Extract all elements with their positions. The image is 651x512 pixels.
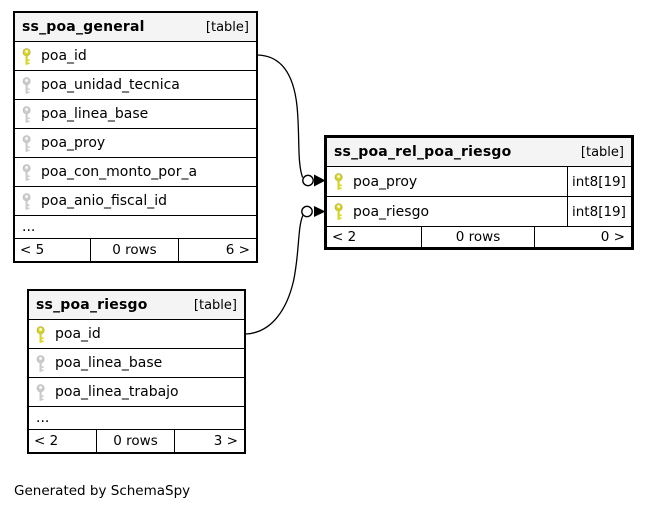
table-name: ss_poa_riesgo: [36, 297, 148, 313]
ellipsis-row: ...: [29, 407, 244, 430]
key-icon: [22, 76, 33, 94]
column-name: poa_unidad_tecnica: [41, 77, 180, 93]
primary-key-icon: [334, 173, 345, 190]
table-header[interactable]: ss_poa_rel_poa_riesgo [table]: [327, 138, 631, 167]
column-name: poa_id: [41, 48, 87, 64]
table-type-label: [table]: [193, 297, 237, 313]
table-footer: < 5 0 rows 6 >: [15, 239, 256, 261]
primary-key-icon: [334, 203, 345, 220]
table-name: ss_poa_general: [22, 19, 145, 35]
column-name: poa_linea_base: [41, 106, 149, 122]
column-row-poa-riesgo[interactable]: poa_riesgo int8[19]: [327, 197, 631, 227]
column-row-poa-anio-fiscal-id[interactable]: poa_anio_fiscal_id: [15, 187, 256, 216]
table-ss-poa-general[interactable]: ss_poa_general [table] poa_id poa_unidad…: [13, 11, 258, 263]
column-name: poa_linea_base: [55, 355, 163, 371]
column-row-poa-proy[interactable]: poa_proy int8[19]: [327, 167, 631, 197]
table-header[interactable]: ss_poa_riesgo [table]: [29, 291, 244, 320]
column-name: poa_linea_trabajo: [55, 384, 179, 400]
cardinality-circle: [301, 205, 313, 218]
table-name: ss_poa_rel_poa_riesgo: [334, 144, 512, 160]
column-name: poa_id: [55, 326, 101, 342]
related-from-count: < 2: [332, 229, 357, 245]
related-to-count: 0 >: [534, 227, 631, 247]
row-count: 0 rows: [90, 239, 178, 261]
column-datatype: int8[19]: [567, 197, 631, 226]
row-count: 0 rows: [96, 430, 173, 452]
column-name: poa_riesgo: [353, 203, 430, 220]
table-type-label: [table]: [580, 144, 624, 160]
column-name: poa_anio_fiscal_id: [41, 193, 167, 209]
table-type-label: [table]: [205, 19, 249, 35]
column-row-poa-unidad-tecnica[interactable]: poa_unidad_tecnica: [15, 71, 256, 100]
related-to-count: 3 >: [173, 430, 244, 452]
table-header[interactable]: ss_poa_general [table]: [15, 13, 256, 42]
table-ss-poa-rel-poa-riesgo[interactable]: ss_poa_rel_poa_riesgo [table] poa_proy i…: [324, 135, 634, 250]
related-from-count: < 5: [20, 242, 45, 258]
table-footer: < 2 0 rows 0 >: [327, 227, 631, 247]
cardinality-circle: [302, 174, 314, 187]
ellipsis-row: ...: [15, 216, 256, 239]
primary-key-icon: [36, 325, 47, 343]
column-name: poa_proy: [353, 173, 418, 190]
table-footer: < 2 0 rows 3 >: [29, 430, 244, 452]
key-icon: [22, 105, 33, 123]
column-name: poa_con_monto_por_a: [41, 164, 198, 180]
generated-by-caption: Generated by SchemaSpy: [14, 483, 191, 499]
related-from-count: < 2: [34, 433, 59, 449]
primary-key-icon: [22, 47, 33, 65]
key-icon: [22, 163, 33, 181]
related-to-count: 6 >: [177, 239, 256, 261]
column-row-poa-con-monto-por-a[interactable]: poa_con_monto_por_a: [15, 158, 256, 187]
key-icon: [22, 134, 33, 152]
row-count: 0 rows: [421, 227, 534, 247]
table-ss-poa-riesgo[interactable]: ss_poa_riesgo [table] poa_id poa_linea_b…: [27, 289, 246, 454]
column-row-poa-linea-trabajo[interactable]: poa_linea_trabajo: [29, 378, 244, 407]
column-row-poa-linea-base[interactable]: poa_linea_base: [29, 349, 244, 378]
column-name: poa_proy: [41, 135, 106, 151]
key-icon: [22, 192, 33, 210]
key-icon: [36, 383, 47, 401]
column-datatype: int8[19]: [567, 167, 631, 196]
column-row-poa-id[interactable]: poa_id: [15, 42, 256, 71]
column-row-poa-id[interactable]: poa_id: [29, 320, 244, 349]
column-row-poa-proy[interactable]: poa_proy: [15, 129, 256, 158]
column-row-poa-linea-base[interactable]: poa_linea_base: [15, 100, 256, 129]
relationship-line-general-to-rel: [257, 54, 304, 178]
key-icon: [36, 354, 47, 372]
